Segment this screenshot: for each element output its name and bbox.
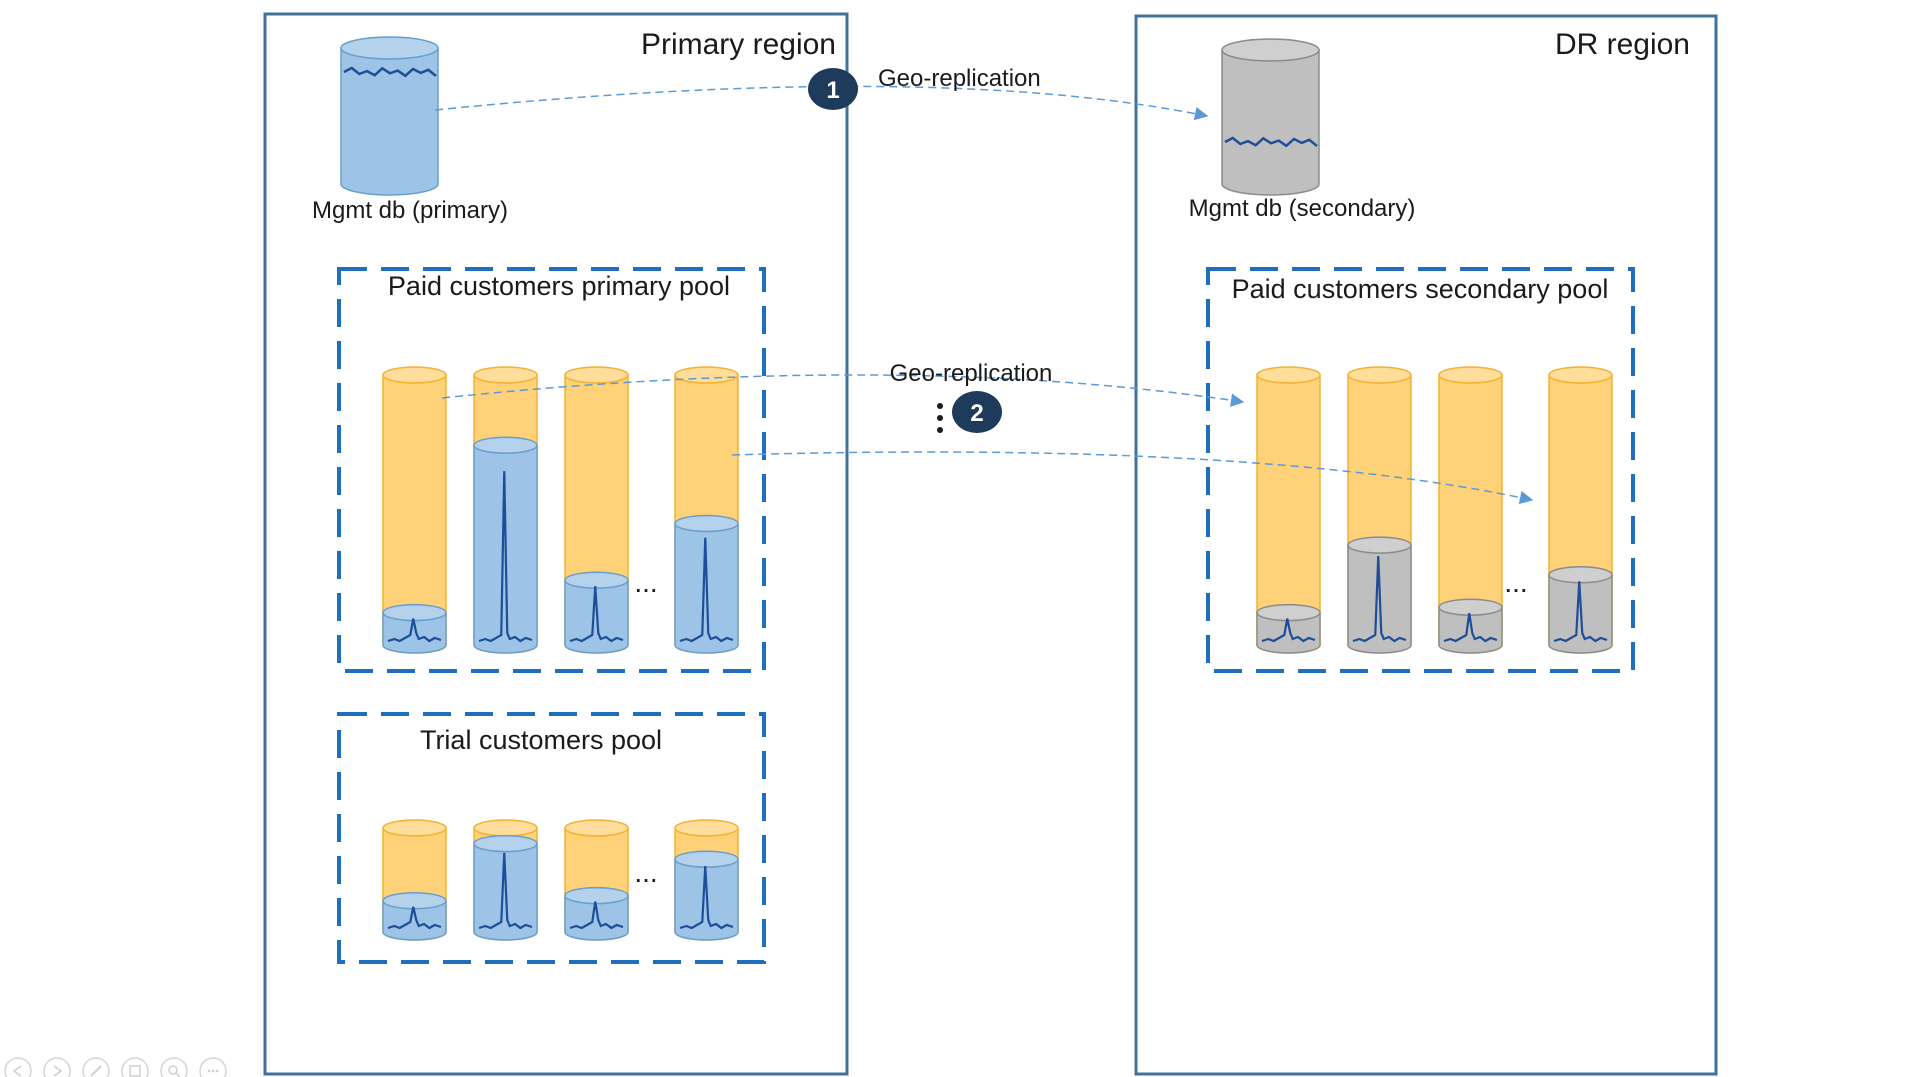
paid-secondary-tenant-db-1	[1256, 366, 1321, 654]
geo-replication-label-1: Geo-replication	[878, 65, 1041, 92]
paid-primary-tenant-db-1	[382, 366, 447, 654]
mgmt-db-secondary-label: Mgmt db (secondary)	[1189, 195, 1416, 222]
vertical-ellipsis	[937, 403, 943, 433]
badge-2: 2	[952, 391, 1002, 433]
slideshow-toolbar	[4, 1057, 227, 1077]
paid-primary-pool-box	[337, 267, 766, 673]
paid-secondary-tenant-db-3-outer	[1438, 366, 1503, 654]
trial-tenant-db-4-activity	[679, 866, 734, 930]
paid-primary-tenant-db-2-activity	[478, 471, 533, 643]
more-icon[interactable]	[199, 1057, 227, 1077]
trial-tenant-db-2-activity	[478, 852, 533, 930]
mgmt-db-secondary-body	[1221, 38, 1320, 196]
trial-pool-box	[337, 712, 766, 964]
paid-primary-tenant-db-1-fill	[382, 603, 447, 654]
trial-pool-title: Trial customers pool	[420, 725, 662, 755]
badge-1-number: 1	[826, 77, 839, 104]
paid-secondary-tenant-db-2-activity	[1352, 556, 1407, 643]
trial-tenant-db-1-fill	[382, 892, 447, 941]
mgmt-db-primary-cylinder	[340, 36, 439, 196]
trial-ellipsis: ...	[634, 857, 657, 888]
paid-secondary-tenant-db-4-fill	[1548, 566, 1613, 654]
trial-tenant-db-4	[674, 819, 739, 941]
paid-secondary-ellipsis: ...	[1504, 567, 1527, 598]
paid-secondary-pool-box	[1206, 267, 1635, 673]
dr-region-title: DR region	[1555, 28, 1690, 61]
paid-secondary-tenant-db-3	[1438, 366, 1503, 654]
mgmt-db-secondary-cylinder	[1221, 38, 1320, 196]
pen-icon[interactable]	[82, 1057, 110, 1077]
paid-primary-tenant-db-2	[473, 366, 538, 654]
paid-primary-tenant-db-1-activity	[387, 618, 442, 643]
mgmt-db-primary-label: Mgmt db (primary)	[312, 197, 508, 224]
paid-primary-ellipsis: ...	[634, 567, 657, 598]
trial-tenant-db-1	[382, 819, 447, 941]
mgmt-db-secondary-activity	[1224, 136, 1318, 148]
trial-tenant-dbs	[382, 819, 739, 941]
paid-secondary-tenant-db-1-activity	[1261, 618, 1316, 643]
geo-replication-arrow-tenant-1	[441, 374, 1245, 407]
next-icon[interactable]	[43, 1057, 71, 1077]
trial-tenant-db-2	[473, 819, 538, 941]
paid-primary-tenant-db-4	[674, 366, 739, 654]
paid-primary-tenant-db-4-activity	[679, 537, 734, 643]
paid-primary-pool-title: Paid customers primary pool	[388, 271, 730, 301]
primary-region-box	[263, 12, 849, 1076]
paid-secondary-tenant-db-4	[1548, 366, 1613, 654]
geo-replication-label-2: Geo-replication	[890, 360, 1053, 387]
slides-icon[interactable]	[121, 1057, 149, 1077]
paid-primary-tenant-db-3-fill	[564, 571, 629, 654]
dr-region-box	[1134, 14, 1718, 1076]
paid-primary-tenant-dbs	[382, 366, 739, 654]
geo-replication-arrow-tenant-2	[731, 451, 1534, 505]
mgmt-db-primary-body	[340, 36, 439, 196]
paid-secondary-tenant-db-4-activity	[1553, 581, 1608, 643]
trial-tenant-db-3	[564, 819, 629, 941]
paid-secondary-pool-title: Paid customers secondary pool	[1232, 274, 1609, 304]
paid-secondary-tenant-db-2	[1347, 366, 1412, 654]
paid-secondary-tenant-db-3-activity	[1443, 613, 1498, 643]
prev-icon[interactable]	[4, 1057, 32, 1077]
paid-primary-tenant-db-3-activity	[569, 586, 624, 643]
mgmt-db-primary-activity	[343, 66, 437, 78]
trial-tenant-db-3-activity	[569, 901, 624, 930]
badge-1: 1	[808, 68, 858, 110]
paid-secondary-tenant-db-1-fill	[1256, 603, 1321, 654]
paid-secondary-tenant-dbs	[1256, 366, 1613, 654]
zoom-icon[interactable]	[160, 1057, 188, 1077]
badge-2-number: 2	[970, 400, 983, 427]
trial-tenant-db-1-activity	[387, 906, 442, 930]
paid-primary-tenant-db-3	[564, 366, 629, 654]
primary-region-title: Primary region	[641, 28, 836, 61]
geo-replication-arrow-mgmt	[434, 85, 1209, 121]
